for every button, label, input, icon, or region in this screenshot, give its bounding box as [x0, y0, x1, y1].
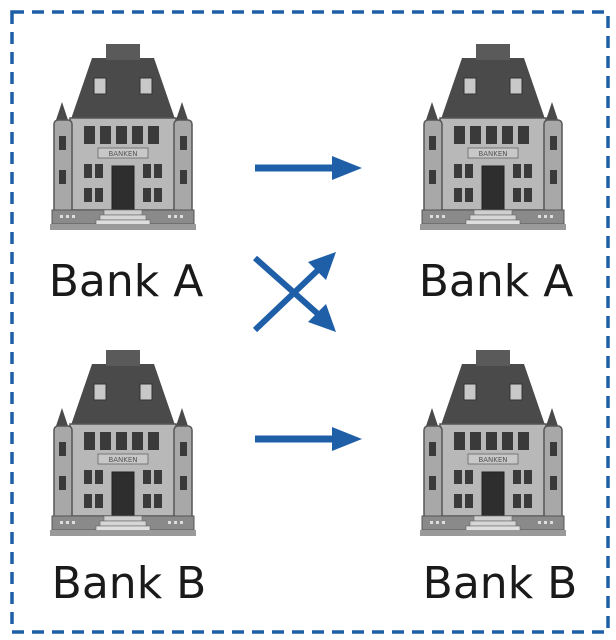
- bank-building-icon: [419, 349, 567, 537]
- arrow-cross-up-head: [308, 252, 336, 280]
- arrow-cross-up: [252, 267, 321, 333]
- bank-label: Bank A: [419, 256, 574, 307]
- bank-b-right: BANKEN Bank B: [419, 349, 578, 609]
- bank-sign: BANKEN: [478, 150, 507, 158]
- bank-building-icon: [419, 43, 567, 231]
- arrow-cross-down: [253, 255, 320, 317]
- bank-sign: BANKEN: [478, 456, 507, 464]
- bank-a-left: BANKEN Bank A: [49, 43, 204, 307]
- bank-label: Bank A: [49, 256, 204, 307]
- bank-sign: BANKEN: [108, 456, 137, 464]
- arrows: [252, 156, 362, 451]
- bank-label: Bank B: [52, 558, 207, 609]
- bank-label: Bank B: [423, 558, 578, 609]
- bank-building-icon: [49, 349, 197, 537]
- dashed-frame: [10, 10, 610, 634]
- arrow-cross-down-head: [308, 304, 336, 332]
- bank-b-left: BANKEN Bank B: [49, 349, 207, 609]
- arrow-a-to-a-head: [332, 156, 362, 180]
- bank-building-icon: [49, 43, 197, 231]
- bank-a-right: BANKEN Bank A: [419, 43, 574, 307]
- arrow-b-to-b-head: [332, 427, 362, 451]
- bank-sign: BANKEN: [108, 150, 137, 158]
